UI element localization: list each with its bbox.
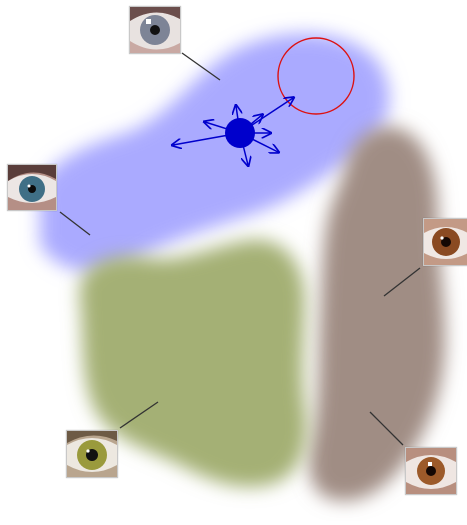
brown-eye-photo [423,218,467,266]
hazel-green-eye-photo [66,430,118,478]
brown-eye-color-region [309,127,445,501]
center-point [225,118,255,148]
blue-eye-photo [7,164,57,211]
light-brown-eye-photo [405,447,457,495]
blue-gray-eye-photo [129,6,181,54]
